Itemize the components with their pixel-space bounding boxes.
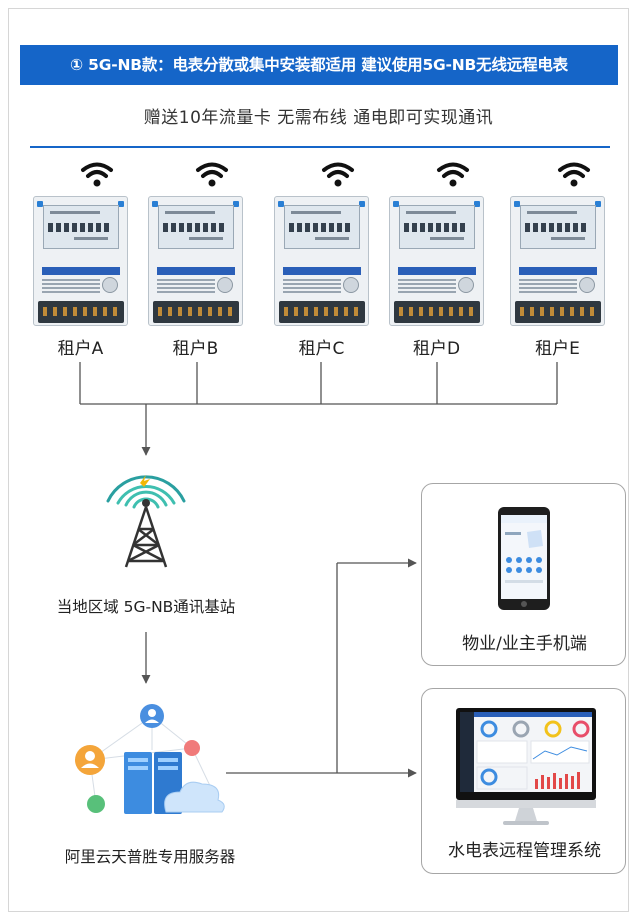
meter-unit-d: 租户D	[389, 158, 484, 380]
wifi-icon	[196, 162, 228, 187]
tenant-label: 租户A	[57, 339, 104, 359]
meter-unit-b: 租户B	[148, 158, 243, 380]
tenant-label: 租户B	[172, 339, 219, 359]
cloud-server-icon	[75, 704, 225, 814]
server-label: 阿里云天普胜专用服务器	[64, 848, 236, 866]
electric-meter-image	[148, 196, 243, 326]
cell-tower-icon	[106, 475, 186, 568]
wifi-icon	[558, 162, 590, 187]
electric-meter-image	[33, 196, 128, 326]
electric-meter-image	[274, 196, 369, 326]
tenant-label: 租户E	[535, 339, 580, 359]
mobile-label: 物业/业主手机端	[462, 634, 587, 654]
electric-meter-image	[510, 196, 605, 326]
mobile-panel: 物业/业主手机端	[421, 483, 626, 666]
monitor-dashboard-icon	[456, 708, 596, 825]
meter-unit-e: 租户E	[510, 158, 605, 380]
wifi-icon	[81, 162, 113, 187]
tenant-label: 租户C	[298, 339, 345, 359]
electric-meter-image	[389, 196, 484, 326]
meter-unit-c: 租户C	[274, 158, 369, 380]
tenant-label: 租户D	[412, 339, 461, 359]
banner-title: ① 5G-NB款：电表分散或集中安装都适用 建议使用5G-NB无线远程电表	[20, 45, 618, 85]
divider-line	[30, 146, 610, 148]
system-label: 水电表远程管理系统	[448, 841, 601, 861]
system-panel: 水电表远程管理系统	[421, 688, 626, 874]
wifi-icon	[437, 162, 469, 187]
subtitle: 赠送10年流量卡 无需布线 通电即可实现通讯	[143, 108, 494, 128]
tower-label: 当地区域 5G-NB通讯基站	[56, 598, 236, 616]
smartphone-icon	[498, 507, 550, 610]
meter-unit-a: 租户A	[33, 158, 128, 380]
wifi-icon	[322, 162, 354, 187]
